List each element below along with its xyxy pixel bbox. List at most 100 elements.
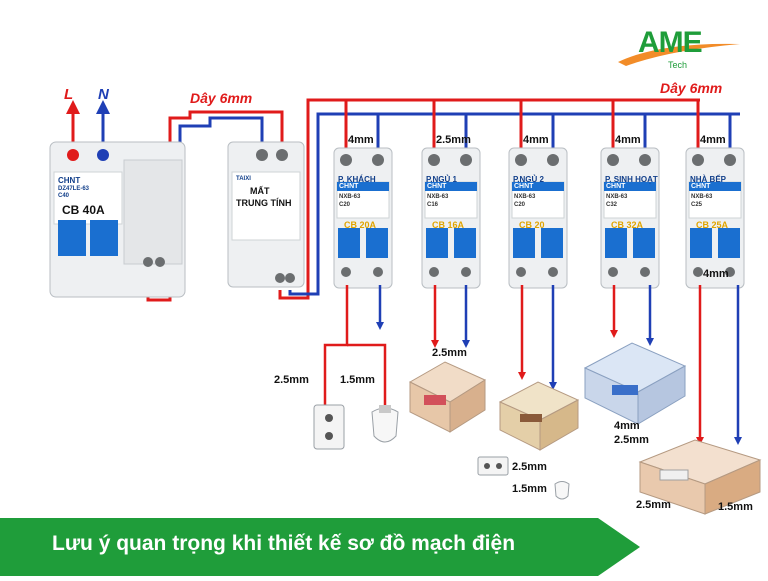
branch-terminal [607,154,619,166]
branch-model: NXB-63 [514,194,536,200]
neutral-label: N [98,86,109,103]
relay-terminal [285,273,295,283]
branch-breaker-toggle [454,228,476,258]
branch-terminal [516,267,526,277]
main-breaker-rating: CB 40A [62,203,105,217]
branch-terminal [639,154,651,166]
main-breaker-toggle-left [58,220,86,256]
relay-out-neutral [288,112,740,296]
branch-terminal [724,154,736,166]
living-area-sofa [612,385,638,395]
branch-breakers [333,147,745,289]
branch-breaker-brand-strip [689,182,741,191]
branch-model: NXB-63 [606,194,628,200]
kitchen-room-wall [704,459,761,515]
branch-name: P.NGỦ 1 [426,175,457,184]
branch-terminal [373,267,383,277]
branch-curve: C25 [691,202,703,208]
kitchen-wire-label-a: 2.5mm [636,499,671,511]
logo-main-text: AME [638,26,703,59]
bedroom2-desk [520,414,542,422]
main-breaker-brand: CHNT [58,176,81,185]
main-breaker [49,141,186,298]
branch-rating: CB 20A [344,220,377,230]
arrowhead [610,330,618,338]
branch-breaker-toggle [541,228,563,258]
main-breaker-terminal [67,149,79,161]
main-breaker-curve: C40 [58,193,70,199]
arrowhead [646,338,654,346]
relay-label-line2: TRUNG TÍNH [236,198,292,208]
branch-brand: CHNT [514,183,534,190]
kitchen-top-wire-label: 4mm [703,268,729,280]
lamp-icon [554,481,570,500]
banner-background [0,518,640,576]
branch-name: P.NGỦ 2 [513,175,544,184]
branch-terminal [515,154,527,166]
main-breaker-terminal [97,149,109,161]
lamp2-wire-label: 1.5mm [512,483,547,495]
arrowhead [734,437,742,445]
branch-breaker-toggle [426,228,448,258]
branch-terminal [461,267,471,277]
branch-rating: CB 25A [696,220,729,230]
relay-terminal [276,149,288,161]
branch-rating: CB 16A [432,220,465,230]
branch-terminal [608,267,618,277]
outlet-hole [496,463,502,469]
branch-terminal [460,154,472,166]
relay-terminal [275,273,285,283]
branch-name: NHÀ BẾP [690,175,727,184]
lamp-base [379,405,391,413]
wire-label-right: Dây 6mm [660,80,723,96]
living-area-wire-label-a: 4mm [614,420,640,432]
main-breaker-panel [53,171,123,225]
branch-breaker-toggle [338,228,360,258]
bedroom2-room-wall [539,399,579,451]
branch-rating: CB 32A [611,220,644,230]
wire-label-left: Dây 6mm [190,90,253,106]
arrowhead [431,340,439,348]
relay-brand: TAIXI [236,176,251,182]
arrowhead [518,372,526,380]
arrowhead [549,382,557,390]
branch-brand: CHNT [691,183,711,190]
branch-terminal [340,154,352,166]
branch-breaker-brand-strip [604,182,656,191]
bedroom1-bed [424,395,446,405]
banner-title: Lưu ý quan trọng khi thiết kế sơ đồ mạch… [52,532,516,555]
branch-breaker-toggle [605,228,627,258]
kitchen-wire-label-b: 1.5mm [718,501,753,513]
kitchen-counter [659,469,689,481]
living-room-line [323,285,349,405]
branch-terminal [429,267,439,277]
living-area-room-wall [637,365,686,425]
branch-wire-label: 4mm [523,134,549,146]
loads [313,342,762,515]
branch-terminal [428,154,440,166]
arrowhead [696,437,704,445]
relay-face [231,171,301,241]
main-breaker-rcd [123,159,183,265]
bus-drops [344,100,732,150]
branch-terminal [725,267,735,277]
branch-terminal [693,267,703,277]
logo-swoosh-icon [618,43,740,66]
outlet1-wire-label: 2.5mm [274,374,309,386]
line-arrowhead [66,100,80,114]
branch-wire-label: 4mm [700,134,726,146]
bedroom1-room-wall [449,379,486,433]
load-arrowheads [376,322,742,445]
outlet-hole [325,414,333,422]
branch-breaker-toggle [690,228,712,258]
neutral-loss-relay [227,141,305,288]
branch-model: NXB-63 [691,194,713,200]
branch-curve: C32 [606,202,618,208]
outlet-hole [325,432,333,440]
branch-wire-label: 2.5mm [436,134,471,146]
relay-terminal [256,149,268,161]
line-label: L [64,86,74,103]
branch-model: NXB-63 [339,194,361,200]
